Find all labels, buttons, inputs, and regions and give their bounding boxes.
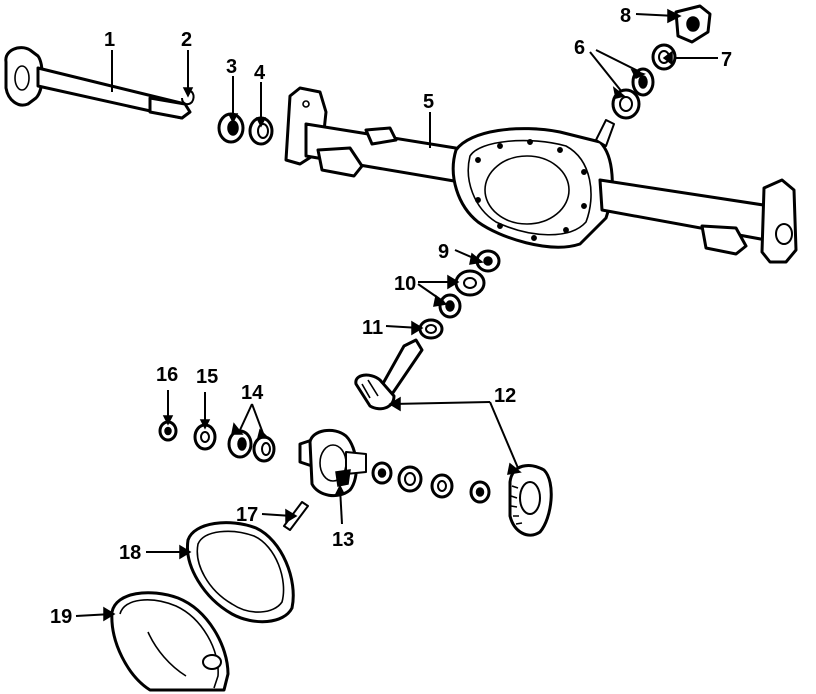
callout-6: 6 <box>574 37 585 59</box>
carrier-bearing-upper <box>611 67 655 120</box>
callout-5: 5 <box>423 91 434 113</box>
axle-housing <box>284 86 798 264</box>
callout-2: 2 <box>181 29 192 51</box>
differential-cover <box>110 591 230 692</box>
callout-3: 3 <box>226 56 237 78</box>
carrier-bearings <box>227 429 276 463</box>
leader-14b <box>251 403 265 437</box>
callout-15: 15 <box>196 366 218 388</box>
cover-gasket <box>186 521 295 624</box>
pinion-shim <box>418 318 444 340</box>
pinion-yoke <box>674 4 712 44</box>
callout-labels: 1 2 3 4 5 6 7 8 9 10 11 12 13 14 15 16 1… <box>50 5 732 628</box>
pinion-bearing <box>438 269 486 319</box>
leader-arrowheads <box>103 8 682 622</box>
callout-9: 9 <box>438 241 449 263</box>
callout-16: 16 <box>156 364 178 386</box>
callout-1: 1 <box>104 29 115 51</box>
leader-12b <box>489 401 519 469</box>
callout-4: 4 <box>254 62 266 84</box>
callout-10: 10 <box>394 273 416 295</box>
differential-case <box>298 428 367 498</box>
differential-gears <box>371 461 491 504</box>
callout-8: 8 <box>620 5 631 27</box>
carrier-shim <box>193 423 217 451</box>
callout-13: 13 <box>332 529 354 551</box>
callout-17: 17 <box>236 504 258 526</box>
axle-shaft <box>4 46 192 120</box>
callout-11: 11 <box>362 317 383 339</box>
leader-6b <box>595 49 641 73</box>
leader-14a <box>239 403 253 431</box>
callout-19: 19 <box>50 606 72 628</box>
callout-7: 7 <box>721 49 732 71</box>
callout-12: 12 <box>494 385 516 407</box>
callout-18: 18 <box>119 542 141 564</box>
ring-and-pinion-gear <box>354 338 553 537</box>
pinion-seal <box>475 249 501 273</box>
leader-12a <box>391 401 491 405</box>
leader-6a <box>589 51 623 93</box>
callout-14: 14 <box>241 382 264 404</box>
